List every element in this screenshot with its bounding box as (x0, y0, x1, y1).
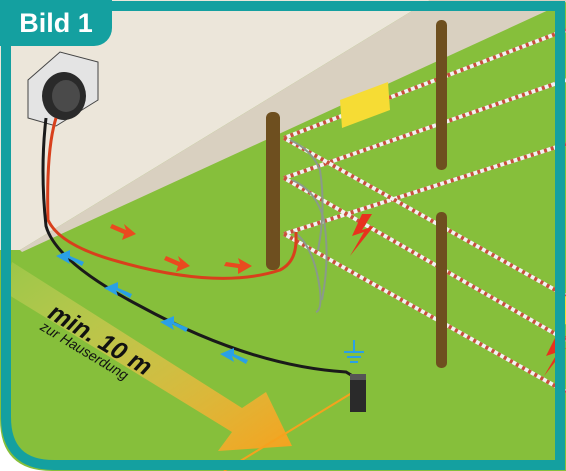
corner-post (266, 112, 280, 270)
fence-post-back-upper (436, 20, 447, 170)
ground-rod-cap (350, 374, 366, 380)
figure-label-badge: Bild 1 (0, 0, 112, 46)
fence-post-back-lower (436, 212, 447, 368)
